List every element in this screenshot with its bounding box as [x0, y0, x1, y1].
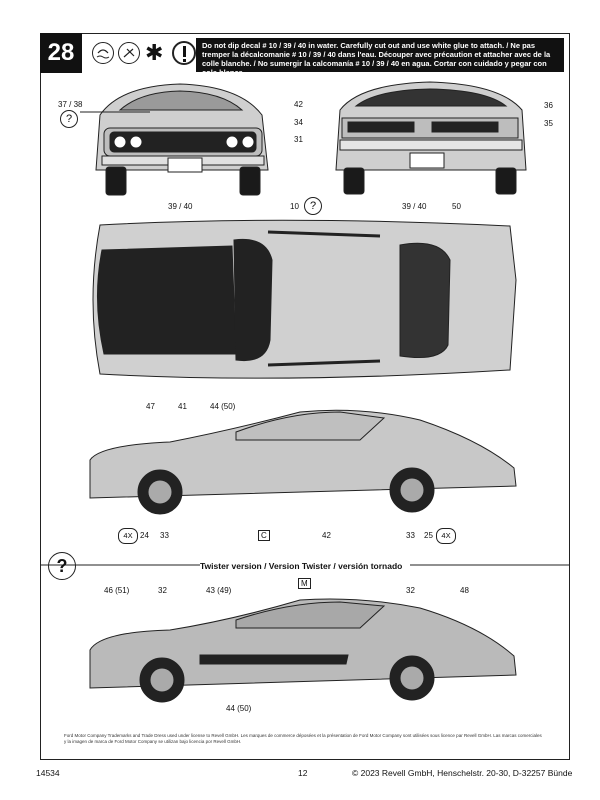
label-36: 36: [544, 101, 553, 110]
label-35: 35: [544, 119, 553, 128]
label-44-50-twister: 44 (50): [226, 704, 252, 713]
side-view-drawing: [89, 409, 517, 515]
top-view-drawing: [92, 219, 517, 379]
quantity-4x: 4X: [118, 528, 138, 544]
twister-version-label: Twister version / Version Twister / vers…: [200, 561, 403, 571]
label-34: 34: [294, 118, 303, 127]
label-41: 41: [178, 402, 187, 411]
color-code-c: C: [258, 530, 270, 541]
warning-icon: [172, 41, 196, 65]
license-note: Ford Motor Company Trademarks and Trade …: [64, 733, 542, 744]
label-42-top: 42: [294, 100, 303, 109]
label-32-rear: 32: [406, 586, 415, 595]
label-46-51: 46 (51): [104, 586, 130, 595]
label-42-side: 42: [322, 531, 331, 540]
no-water-icon: [92, 42, 114, 64]
cut-out-icon: [118, 42, 140, 64]
label-32-front: 32: [158, 586, 167, 595]
label-31: 31: [294, 135, 303, 144]
label-39-40-front: 39 / 40: [168, 202, 193, 211]
instruction-frame: [40, 33, 570, 760]
twister-side-view-drawing: [89, 598, 517, 703]
label-48: 48: [460, 586, 469, 595]
twister-help-icon: ?: [48, 552, 76, 580]
kit-code: 14534: [36, 768, 60, 778]
label-47: 47: [146, 402, 155, 411]
warning-text: Do not dip decal # 10 / 39 / 40 in water…: [196, 38, 564, 77]
label-10: 10: [290, 202, 299, 211]
label-33-rear: 33: [406, 531, 415, 540]
label-43-49: 43 (49): [206, 586, 232, 595]
quantity-4x: 4X: [436, 528, 456, 544]
rear-view-drawing: [335, 81, 527, 195]
page-number: 12: [298, 768, 308, 778]
front-view-drawing: [80, 83, 269, 196]
label-50: 50: [452, 202, 461, 211]
label-25: 25: [424, 531, 433, 540]
color-code-m: M: [298, 578, 311, 589]
step-number: 28: [40, 33, 82, 73]
help-icon: ?: [60, 110, 78, 128]
label-39-40-rear: 39 / 40: [402, 202, 427, 211]
label-33-front: 33: [160, 531, 169, 540]
copyright: © 2023 Revell GmbH, Henschelstr. 20-30, …: [352, 768, 573, 778]
glue-star-icon: ✱: [145, 40, 164, 65]
help-icon: ?: [304, 197, 322, 215]
label-44-50: 44 (50): [210, 402, 236, 411]
label-37-38: 37 / 38: [58, 100, 83, 109]
label-24: 24: [140, 531, 149, 540]
